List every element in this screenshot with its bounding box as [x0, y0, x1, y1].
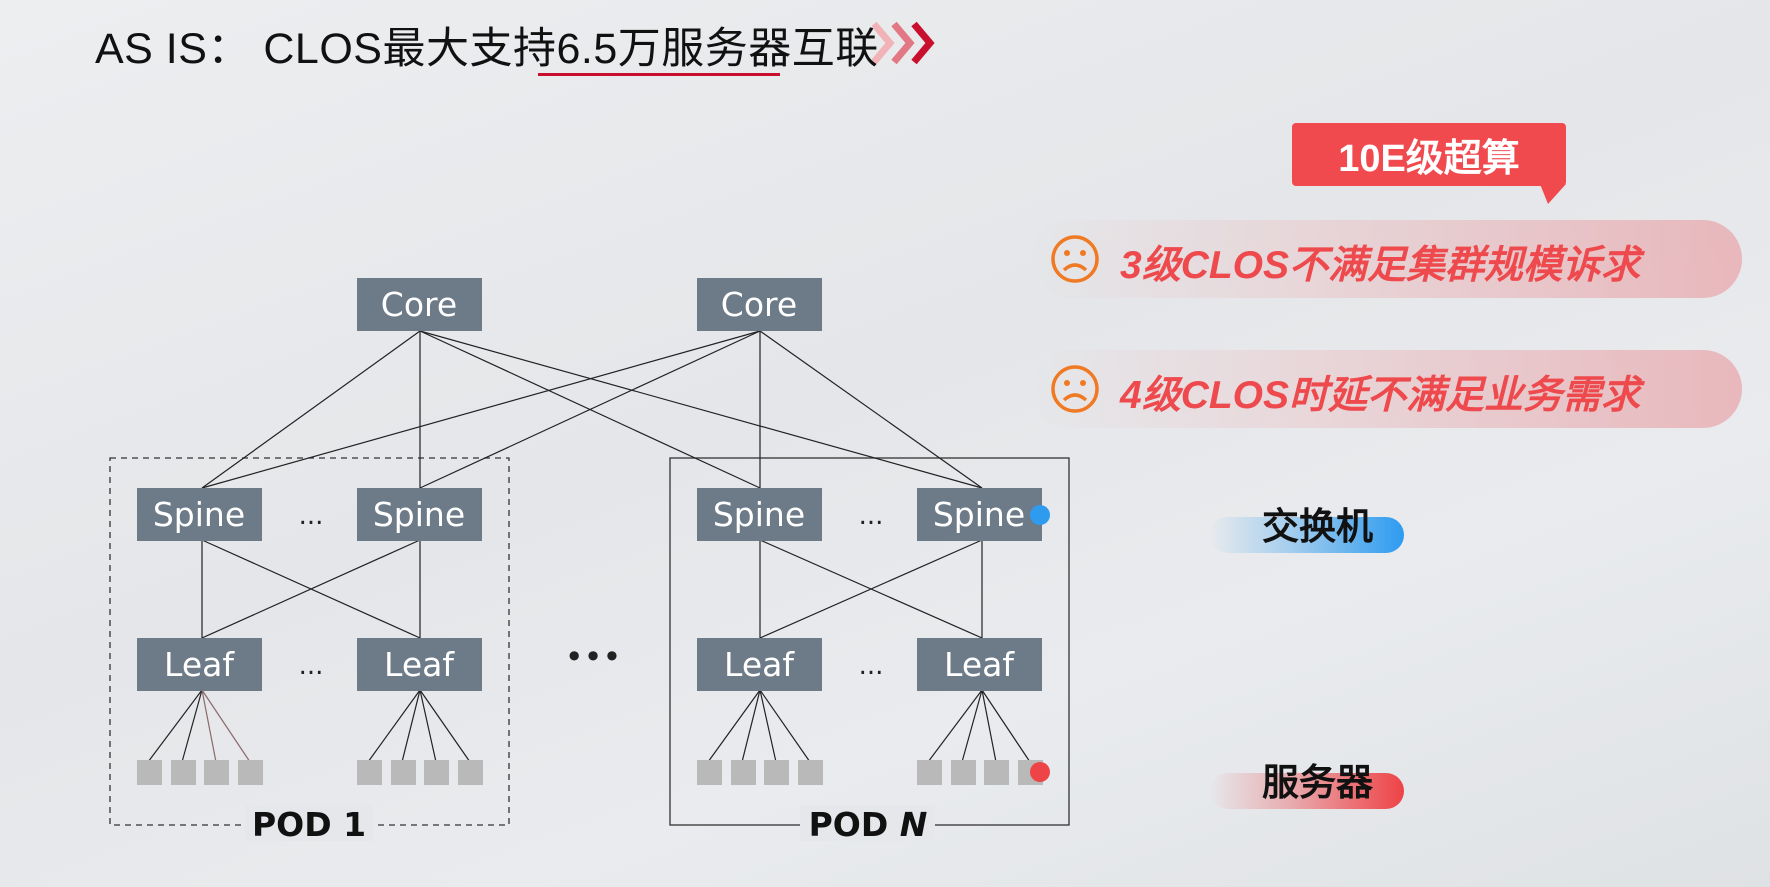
- core-node: Core: [357, 278, 482, 331]
- server: [917, 760, 942, 785]
- spine-node: Spine: [697, 488, 822, 541]
- leaf-server-links: [147, 689, 1031, 763]
- spine-leaf-links: [201, 539, 983, 639]
- svg-text:Leaf: Leaf: [944, 645, 1015, 684]
- server: [171, 760, 196, 785]
- core-spine-links: [201, 330, 983, 489]
- server: [391, 760, 416, 785]
- leaf-node: Leaf: [137, 638, 262, 691]
- pod1-label: POD 1: [252, 805, 366, 844]
- server: [137, 760, 162, 785]
- server-legend-label: 服务器: [1262, 762, 1373, 803]
- leaf-node: Leaf: [917, 638, 1042, 691]
- svg-text:Core: Core: [381, 285, 457, 324]
- server: [984, 760, 1009, 785]
- svg-text:Spine: Spine: [713, 495, 805, 534]
- badge-tail: [1540, 184, 1566, 204]
- switch-legend-pill: [1210, 517, 1404, 553]
- between-pods-ellipsis: •••: [565, 638, 622, 676]
- server: [731, 760, 756, 785]
- server: [764, 760, 789, 785]
- page-title: AS IS： CLOS最大支持6.5万服务器互联: [95, 25, 879, 73]
- server-group: [697, 760, 823, 785]
- chevrons-icon: [872, 21, 935, 65]
- issue-scale-text: 3级CLOS不满足集群规模诉求: [1120, 244, 1641, 287]
- issue-scale: 3级CLOS不满足集群规模诉求: [1030, 220, 1742, 298]
- svg-text:Leaf: Leaf: [384, 645, 455, 684]
- spine-ellipsis: ...: [299, 501, 324, 531]
- issue-latency-text: 4级CLOS时延不满足业务需求: [1120, 374, 1641, 417]
- server-group: [917, 760, 1043, 785]
- server: [798, 760, 823, 785]
- svg-text:Leaf: Leaf: [724, 645, 795, 684]
- server-legend-pill: [1210, 773, 1404, 809]
- server: [204, 760, 229, 785]
- switch-callout-dot: [1030, 505, 1050, 525]
- server-callout-dot: [1030, 762, 1050, 782]
- server-group: [137, 760, 263, 785]
- issue-latency: 4级CLOS时延不满足业务需求: [1030, 350, 1742, 428]
- server: [238, 760, 263, 785]
- sad-face-icon: [1051, 235, 1099, 283]
- svg-text:Spine: Spine: [373, 495, 465, 534]
- server: [697, 760, 722, 785]
- server: [357, 760, 382, 785]
- svg-text:Core: Core: [721, 285, 797, 324]
- spine-node: Spine: [917, 488, 1042, 541]
- leaf-ellipsis: ...: [299, 651, 324, 681]
- exascale-badge: 10E级超算: [1292, 123, 1566, 186]
- svg-text:Leaf: Leaf: [164, 645, 235, 684]
- leaf-node: Leaf: [357, 638, 482, 691]
- server: [424, 760, 449, 785]
- server: [951, 760, 976, 785]
- server: [458, 760, 483, 785]
- spine-node: Spine: [357, 488, 482, 541]
- core-node: Core: [697, 278, 822, 331]
- spine-node: Spine: [137, 488, 262, 541]
- svg-text:Spine: Spine: [153, 495, 245, 534]
- sad-face-icon: [1051, 365, 1099, 413]
- spine-ellipsis: ...: [859, 501, 884, 531]
- svg-text:Spine: Spine: [933, 495, 1025, 534]
- title-underline: [538, 73, 780, 76]
- switch-legend-label: 交换机: [1262, 506, 1373, 547]
- server-group: [357, 760, 483, 785]
- podN-label: POD N: [809, 805, 928, 844]
- leaf-ellipsis: ...: [859, 651, 884, 681]
- leaf-node: Leaf: [697, 638, 822, 691]
